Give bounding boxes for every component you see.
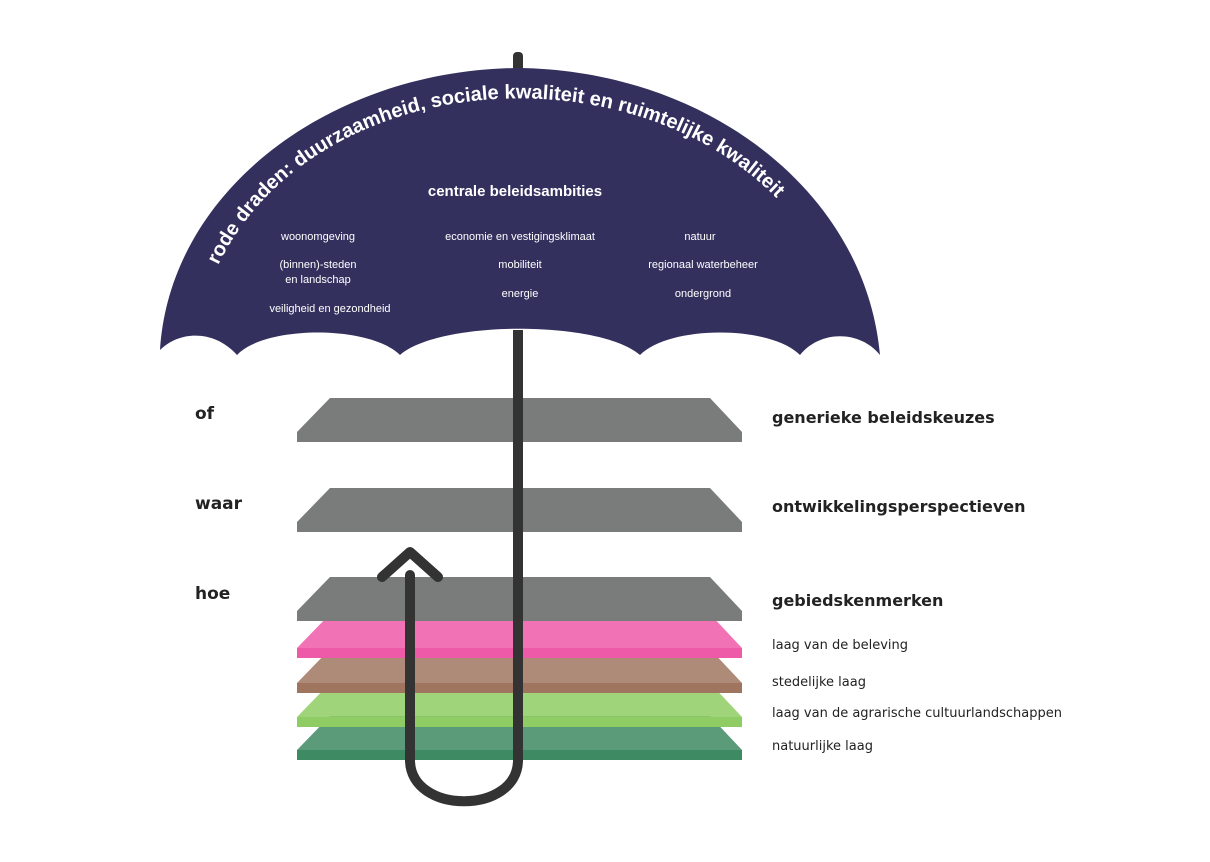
plane-label: ontwikkelingsperspectieven bbox=[772, 497, 1026, 516]
ambition-item: mobiliteit bbox=[498, 259, 541, 271]
arrow-up-icon bbox=[377, 547, 443, 582]
umbrella-shaft bbox=[513, 330, 523, 598]
ambition-item: natuur bbox=[684, 231, 716, 243]
ambition-item: regionaal waterbeheer bbox=[648, 259, 758, 271]
ambition-item: en landschap bbox=[285, 274, 350, 286]
ambition-item: ondergrond bbox=[675, 288, 731, 300]
umbrella-handle bbox=[405, 570, 523, 807]
ambition-item: energie bbox=[502, 288, 539, 300]
label-waar: waar bbox=[195, 494, 243, 514]
label-of: of bbox=[195, 404, 215, 424]
ambitions-heading: centrale beleidsambities bbox=[428, 183, 602, 200]
ambition-item: woonomgeving bbox=[280, 231, 355, 243]
layer-label: natuurlijke laag bbox=[772, 739, 873, 754]
ambition-item: economie en vestigingsklimaat bbox=[445, 231, 595, 243]
layer-label: laag van de agrarische cultuurlandschapp… bbox=[772, 706, 1062, 721]
plane-label: gebiedskenmerken bbox=[772, 591, 944, 610]
ambition-item: veiligheid en gezondheid bbox=[269, 303, 390, 315]
ambition-item: (binnen)-steden bbox=[279, 259, 356, 271]
plane-label: generieke beleidskeuzes bbox=[772, 408, 995, 427]
layer-label: stedelijke laag bbox=[772, 675, 866, 690]
layer-label: laag van de beleving bbox=[772, 638, 908, 653]
umbrella-canopy bbox=[160, 68, 880, 355]
label-hoe: hoe bbox=[195, 584, 231, 604]
